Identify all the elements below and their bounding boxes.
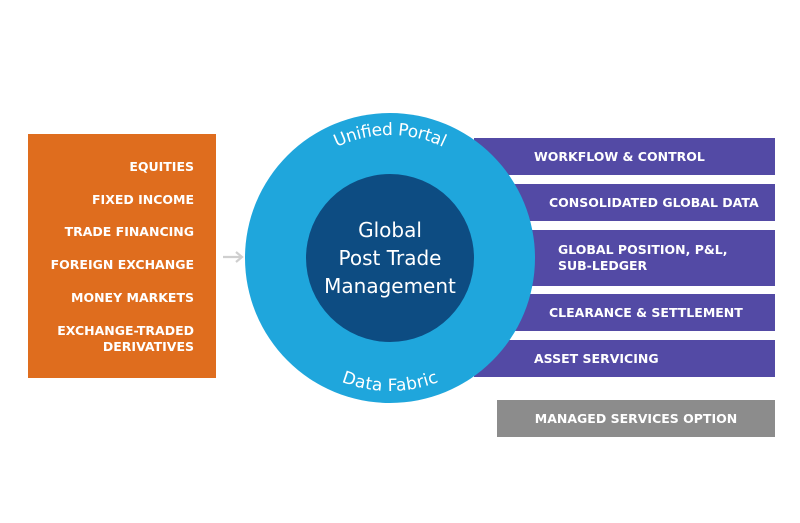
svg-text:Data Fabric: Data Fabric	[340, 368, 441, 396]
asset-class-money-markets: MONEY MARKETS	[71, 290, 194, 305]
hub-title-line: Global	[358, 218, 422, 242]
service-label: CONSOLIDATED GLOBAL DATA	[549, 194, 759, 210]
optional-service-label: MANAGED SERVICES OPTION	[534, 411, 738, 426]
service-label: WORKFLOW & CONTROL	[534, 148, 705, 164]
asset-class-equities: EQUITIES	[129, 159, 194, 174]
service-asset-servicing: ASSET SERVICING	[474, 340, 775, 377]
right-arrow-icon	[223, 251, 244, 263]
asset-class-fixed-income: FIXED INCOME	[92, 192, 194, 207]
asset-classes-panel: EQUITIES FIXED INCOME TRADE FINANCING FO…	[28, 134, 216, 378]
service-workflow-control: WORKFLOW & CONTROL	[474, 138, 775, 175]
asset-class-trade-financing: TRADE FINANCING	[64, 224, 194, 239]
hub-title-line: Post Trade	[338, 246, 442, 270]
hub-core	[306, 174, 474, 342]
asset-class-foreign-exchange: FOREIGN EXCHANGE	[50, 257, 194, 272]
ring-label-unified-portal: Unified Portal	[331, 120, 450, 152]
hub-title-line: Management	[324, 274, 456, 298]
hub-ring-labels: Unified Portal Data Fabric	[331, 120, 450, 396]
ring-label-data-fabric: Data Fabric	[340, 368, 441, 396]
asset-class-exchange-traded-derivatives: EXCHANGE-TRADED DERIVATIVES	[57, 323, 194, 354]
service-label: GLOBAL POSITION, P&L, SUB-LEDGER	[558, 242, 728, 273]
hub-center-title: Global Post Trade Management	[306, 174, 474, 342]
svg-text:Unified Portal: Unified Portal	[331, 120, 450, 152]
service-label: ASSET SERVICING	[534, 350, 659, 366]
service-label: CLEARANCE & SETTLEMENT	[549, 304, 743, 320]
managed-services-option: MANAGED SERVICES OPTION	[497, 400, 775, 437]
